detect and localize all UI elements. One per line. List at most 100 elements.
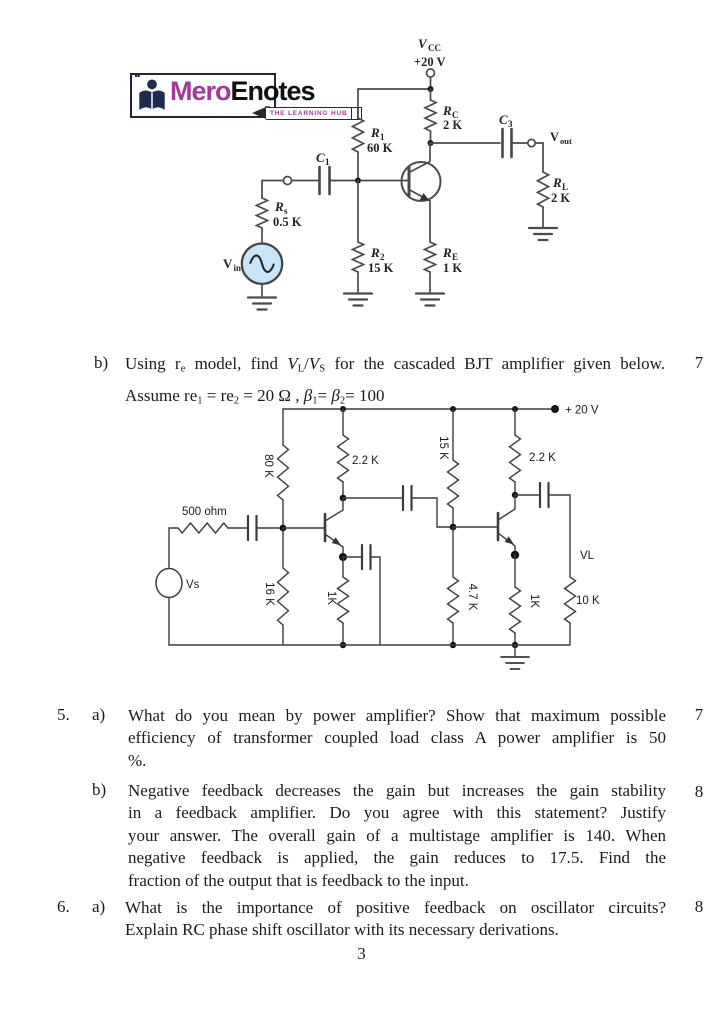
vs-source: Vs	[155, 527, 200, 646]
pencil-body: THE LEARNING HUB	[266, 107, 353, 120]
label-2k2-stage2: 2.2 K	[529, 452, 556, 464]
resistor-r1: R 1 60 K	[350, 88, 393, 182]
label-c3: C	[499, 112, 508, 127]
logo-wordmark: MeroEnotes	[170, 76, 316, 107]
ground-symbol	[246, 296, 278, 311]
label-rc-value: 2 K	[443, 118, 462, 132]
label-c3-sub: 3	[508, 119, 513, 129]
label-rl-value: 2 K	[551, 191, 570, 205]
label-rs-value: 0.5 K	[273, 215, 302, 229]
label-10k: 10 K	[576, 595, 600, 607]
input-terminal-circle	[282, 175, 293, 186]
resistor-2k2-stage1: 2.2 K	[336, 408, 379, 499]
sine-wave-icon	[249, 254, 275, 273]
quote-open-icon: ❝	[134, 71, 141, 85]
question-6-number: 6.	[57, 897, 70, 916]
interstage-capacitor	[342, 484, 454, 528]
question-5b-line: Negative feedback decreases the gain but…	[128, 781, 666, 800]
resistor-1k-stage1: 1K	[325, 556, 350, 646]
label-16k: 16 K	[263, 582, 275, 606]
label-re-sub: E	[452, 252, 458, 262]
question-5a-line: %.	[128, 750, 147, 770]
label-rs-sub: s	[284, 206, 288, 216]
logo-brand-first: Mero	[170, 76, 232, 106]
vcc-terminal-circle	[425, 68, 436, 78]
question-5b-label: b)	[92, 780, 107, 799]
label-c1: C	[316, 150, 325, 165]
vcc-terminal: V CC +20 V	[414, 36, 446, 90]
question-5a-label: a)	[92, 705, 106, 724]
resistor-500ohm: 500 ohm	[177, 506, 229, 535]
question-6a-line: Explain RC phase shift oscillator with i…	[125, 920, 559, 940]
resistor-10k: 10 K	[563, 576, 600, 646]
question-4b-line2: Assume re1 = re2 = 20 Ω , β1= β2= 100	[125, 386, 385, 407]
question-5b-line: your answer. The overall gain of a multi…	[128, 825, 666, 845]
resistor-rc: R C 2 K	[423, 88, 462, 144]
marks-5a: 7	[694, 705, 704, 724]
label-vout: V	[550, 130, 559, 144]
logo-pencil: THE LEARNING HUB	[252, 107, 363, 120]
resistor-15k: 15 K	[437, 408, 460, 528]
marks-4b: 7	[694, 353, 704, 372]
question-4b-text: Using re model, find VL/VS for the casca…	[125, 351, 665, 415]
resistor-16k: 16 K	[263, 527, 290, 646]
resistor-r2: R 2 15 K	[342, 179, 394, 307]
capacitor-c3: C 3	[429, 112, 529, 159]
question-5a-line: What do you mean by power amplifier? Sho…	[128, 706, 666, 725]
label-r2-sub: 2	[380, 252, 385, 262]
transistor-q2	[452, 494, 516, 556]
transistor-npn	[360, 142, 442, 243]
reader-icon	[139, 79, 165, 110]
marks-5b: 8	[694, 782, 704, 801]
pencil-tip-icon	[252, 107, 266, 119]
resistor-2k2-stage2: 2.2 K	[508, 408, 556, 496]
page-number: 3	[357, 944, 366, 963]
output-capacitor	[514, 481, 571, 578]
question-6a-line: What is the importance of positive feedb…	[125, 898, 666, 917]
logo-box: ❝ ❞	[130, 71, 276, 118]
vin-source: V in	[223, 242, 284, 311]
resistor-1k-stage2: 1K	[508, 554, 540, 646]
label-1k-stage2: 1K	[528, 594, 540, 608]
label-rl-sub: L	[562, 182, 568, 192]
question-5b-line: negative feedback is applied, the gain r…	[128, 848, 666, 868]
label-vout-sub: out	[560, 136, 572, 146]
ground-symbol	[527, 226, 559, 242]
label-r1-sub: 1	[380, 132, 385, 142]
ground-symbol	[342, 292, 374, 307]
label-15k: 15 K	[437, 436, 449, 460]
label-rc: R	[442, 103, 452, 118]
label-vcc: V	[418, 36, 428, 51]
label-vin: V	[223, 256, 233, 271]
marks-6a: 8	[694, 897, 704, 916]
label-vcc-value: +20 V	[414, 55, 446, 69]
circuit-diagram-cascaded-amplifier: + 20 V 80 K 2.2 K 15 K	[155, 405, 600, 670]
logo-tagline: THE LEARNING HUB	[270, 110, 348, 117]
question-5b-text: Negative feedback decreases the gain but…	[128, 780, 666, 892]
label-re: R	[442, 245, 452, 260]
circuit-diagram-bjt-amplifier: V CC +20 V R 1 60 K R C 2 K	[223, 36, 572, 311]
label-vs: Vs	[186, 579, 200, 591]
resistor-rs: R s 0.5 K	[254, 179, 302, 245]
question-5a-line: efficiency of transformer coupled load c…	[128, 728, 666, 748]
question-5b-line: in a feedback amplifier. Do you agree wi…	[128, 803, 666, 823]
question-6a-label: a)	[92, 897, 106, 916]
label-vcc-sub: CC	[428, 43, 441, 53]
label-supply: + 20 V	[565, 405, 599, 417]
label-r1-value: 60 K	[367, 141, 393, 155]
label-r2-value: 15 K	[368, 261, 394, 275]
vout-terminal-circle	[526, 138, 537, 148]
question-5a-text: What do you mean by power amplifier? Sho…	[128, 705, 666, 772]
question-4b-line1: Using re model, find VL/VS for the casca…	[125, 354, 665, 375]
logo-brand-second: Enotes	[230, 76, 316, 106]
label-r2: R	[370, 245, 380, 260]
input-capacitor	[227, 514, 284, 542]
question-6a-text: What is the importance of positive feedb…	[125, 897, 666, 942]
label-rc-sub: C	[452, 110, 459, 120]
question-4b-label: b)	[94, 353, 109, 372]
label-re-value: 1 K	[443, 261, 462, 275]
question-5-number: 5.	[57, 705, 70, 724]
label-2k2-stage1: 2.2 K	[352, 455, 379, 467]
label-vin-sub: in	[234, 263, 242, 273]
